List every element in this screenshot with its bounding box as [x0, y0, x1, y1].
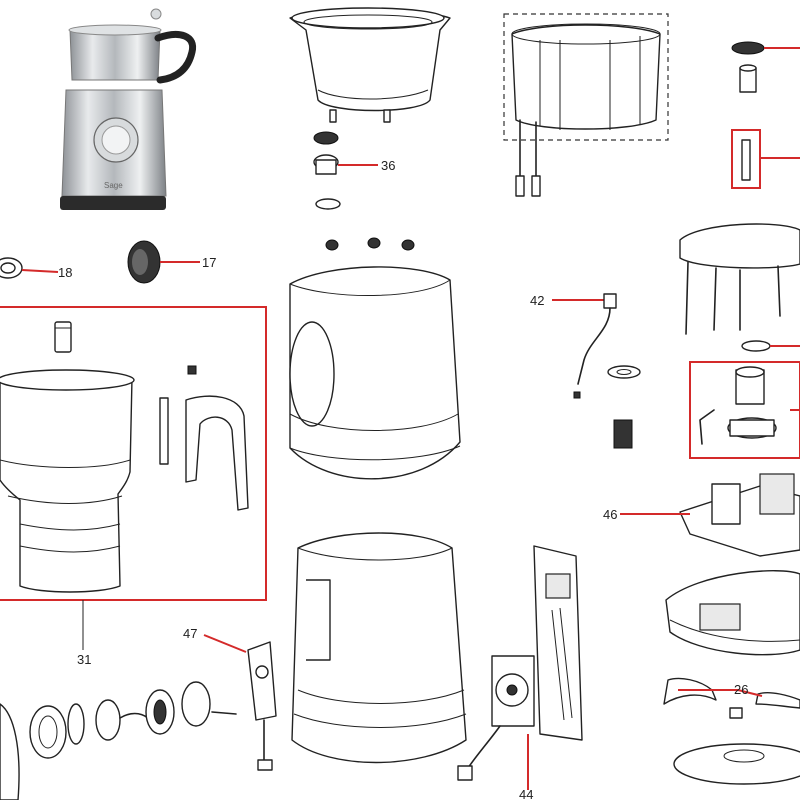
callout-18: 18	[58, 265, 72, 280]
heater-element-drawing	[503, 13, 669, 197]
product-photo: Sage	[60, 8, 197, 210]
callout-42: 42	[530, 293, 544, 308]
base-plate-drawing	[663, 570, 800, 785]
part-44-drawing	[457, 545, 583, 790]
callout-36: 36	[381, 158, 395, 173]
part-47-drawing	[203, 634, 277, 771]
part-31-group	[0, 306, 267, 650]
drive-shaft-drawing	[0, 681, 237, 800]
callout-46: 46	[603, 507, 617, 522]
motor-assembly-drawing	[689, 361, 800, 459]
product-brand: Sage	[104, 181, 123, 190]
upper-housing-drawing	[289, 237, 461, 480]
part-17-drawing	[127, 240, 200, 284]
part-42-drawing	[552, 293, 641, 449]
callout-47: 47	[183, 626, 197, 641]
right-top-small-parts	[731, 41, 800, 189]
part-36-group	[289, 7, 451, 210]
callout-31: 31	[77, 652, 91, 667]
support-frame-drawing	[679, 223, 800, 352]
callout-44: 44	[519, 787, 533, 800]
callout-17: 17	[202, 255, 216, 270]
callout-26: 26	[734, 682, 748, 697]
part-18-drawing	[0, 257, 59, 279]
lower-housing-drawing	[291, 532, 467, 764]
part-46-drawing	[620, 473, 800, 557]
